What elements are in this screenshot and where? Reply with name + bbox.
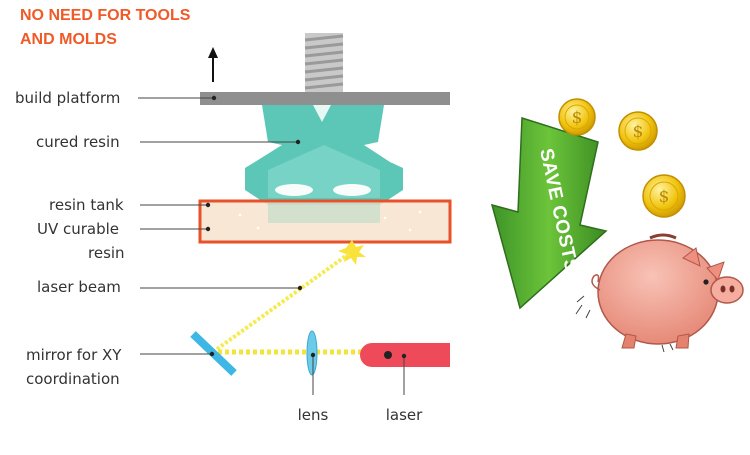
headline-line-2: AND MOLDS [20, 31, 117, 48]
coin-symbol: $ [572, 108, 583, 128]
label-uv-curable-2: resin [88, 244, 125, 262]
up-arrow-icon [208, 47, 218, 82]
label-resin-tank: resin tank [49, 196, 124, 214]
label-mirror-2: coordination [26, 370, 120, 388]
label-build-platform: build platform [15, 89, 120, 107]
burst-icon [338, 240, 366, 265]
label-cured-resin: cured resin [36, 133, 120, 151]
cured-resin-part [245, 105, 403, 205]
label-mirror-1: mirror for XY [26, 346, 122, 364]
build-platform [200, 92, 450, 105]
piggy-bank-icon [575, 233, 744, 353]
label-laser-beam: laser beam [37, 278, 121, 296]
screw-icon [304, 33, 344, 93]
coin-symbol: $ [659, 187, 670, 207]
label-lens: lens [298, 406, 329, 424]
laser-beam [211, 251, 352, 354]
label-uv-curable-1: UV curable [37, 220, 119, 238]
headline-line-1: NO NEED FOR TOOLS [20, 7, 191, 24]
coin-icon: $ [642, 174, 686, 218]
down-arrow-icon: SAVE COSTS [490, 116, 608, 310]
coin-icon: $ [618, 111, 658, 151]
lens [306, 330, 318, 376]
coin-icon: $ [558, 98, 596, 136]
coin-symbol: $ [633, 122, 644, 142]
label-laser: laser [386, 406, 423, 424]
resin-tank [198, 199, 452, 244]
